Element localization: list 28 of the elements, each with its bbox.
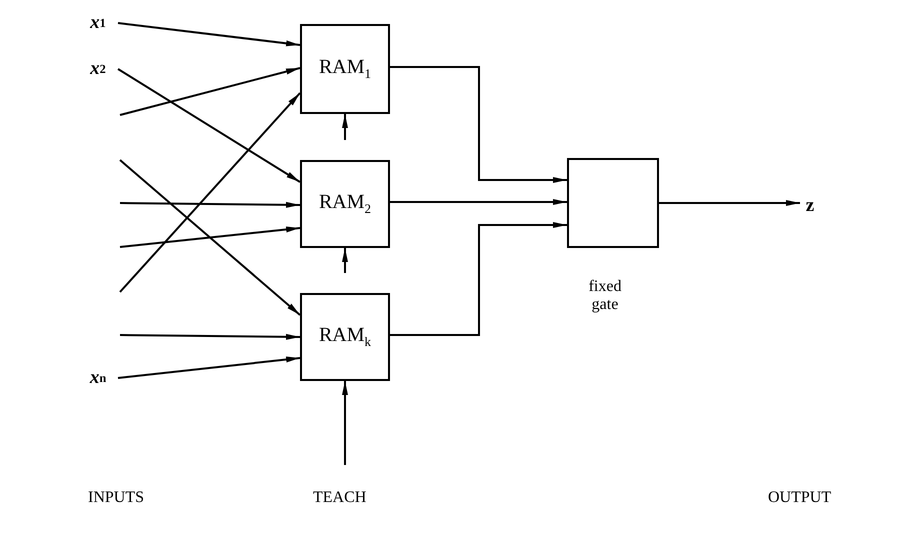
ram-label: RAM$_{k}$ [318,324,372,350]
section-label: OUTPUT [768,489,832,507]
arrow [390,66,567,183]
arrow [390,199,567,205]
arrow [390,222,567,336]
arrow [118,356,300,379]
ram-block [300,160,390,248]
ram-block [300,24,390,114]
arrow [119,92,301,293]
arrow [118,22,300,46]
arrow [120,202,300,208]
arrow [659,200,800,206]
gate-box [567,158,659,248]
gate-caption: fixed gate [588,278,622,315]
arrow [342,114,348,140]
section-label: TEACH [313,489,366,507]
arrow [120,334,300,340]
arrow [342,381,348,465]
ram-block [300,293,390,381]
ram-label: RAM$_{2}$ [318,191,372,217]
arrow [120,67,300,116]
arrow [119,159,301,316]
arrow [117,68,301,183]
ram-label: RAM$_{1}$ [318,56,372,82]
arrow [342,248,348,273]
signal-label: z [800,192,820,220]
section-label: INPUTS [88,489,144,507]
arrow [120,226,300,248]
